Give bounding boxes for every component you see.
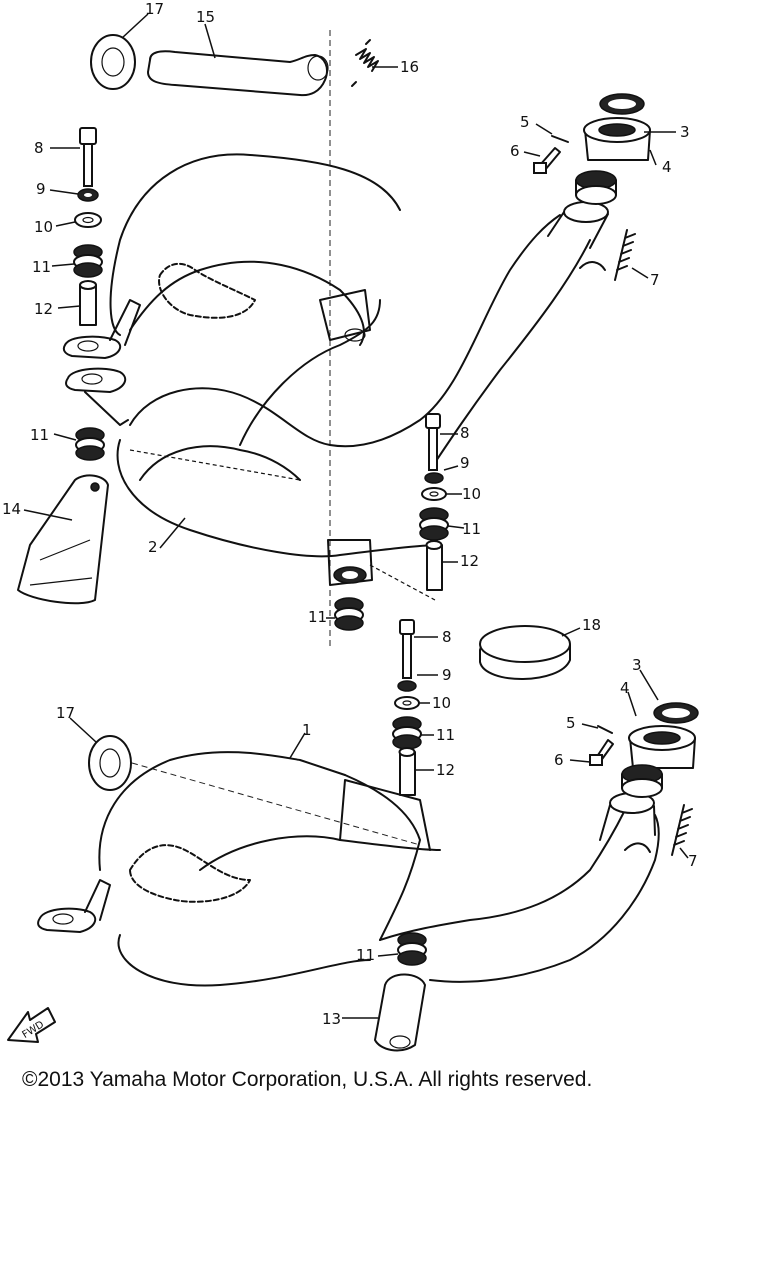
- mount-tab-top-left: [62, 299, 141, 359]
- callout-8-top-left: 8: [34, 139, 44, 157]
- cap-18: [479, 625, 571, 680]
- bracket-14: [17, 474, 109, 605]
- gasket-3-top: [599, 93, 645, 115]
- callout-4-bottom: 4: [620, 679, 630, 697]
- callout-9-top-left: 9: [36, 180, 46, 198]
- bush-11-top-left: [73, 244, 103, 278]
- washer-10-center-top: [421, 487, 447, 501]
- spring-washer-5-bottom: [597, 725, 613, 734]
- callout-11-bottom: 11: [436, 726, 455, 744]
- mount-tab-bottom-left: [37, 879, 111, 933]
- callout-10-top-left: 10: [34, 218, 53, 236]
- coupler-top: [575, 170, 617, 205]
- callout-16: 16: [400, 58, 419, 76]
- spring-16: [351, 39, 379, 87]
- washer-10-bottom: [394, 696, 420, 710]
- mount-tab-mid-left: [65, 367, 129, 426]
- mount-bracket-top-right: [319, 289, 371, 342]
- bush-11-bottom-low: [397, 932, 427, 966]
- callouts: 17 15 16 3 4 5 6 7 8 9 10 11 12 11 14 2 …: [2, 0, 698, 1028]
- bolt-8-bottom: [399, 619, 415, 679]
- gasket-17-bottom: [88, 735, 132, 791]
- bush-11-mid-left: [75, 427, 105, 461]
- callout-17-bottom: 17: [56, 704, 75, 722]
- bush-11-bottom: [392, 716, 422, 750]
- callout-18: 18: [582, 616, 601, 634]
- callout-14: 14: [2, 500, 21, 518]
- coupler-bottom: [621, 764, 663, 798]
- callout-7-top: 7: [650, 271, 660, 289]
- gasket-17-top: [90, 34, 136, 90]
- bolt-6-top: [533, 147, 561, 174]
- lockwasher-9-top-left: [77, 188, 99, 202]
- callout-5-bottom: 5: [566, 714, 576, 732]
- callout-17-top: 17: [145, 0, 164, 18]
- pipe-inlet-bottom: [599, 792, 656, 841]
- callout-8-bottom: 8: [442, 628, 452, 646]
- lockwasher-9-center-top: [424, 472, 444, 484]
- callout-11-bottom-low: 11: [356, 946, 375, 964]
- callout-15: 15: [196, 8, 215, 26]
- callout-13: 13: [322, 1010, 341, 1028]
- callout-3-top: 3: [680, 123, 690, 141]
- spring-washer-5-top: [551, 135, 569, 143]
- callout-5-top: 5: [520, 113, 530, 131]
- spring-7-bottom: [624, 804, 693, 856]
- fwd-label: FWD: [20, 1019, 46, 1041]
- collar-12-center-top: [425, 540, 443, 591]
- callout-10-center-top: 10: [462, 485, 481, 503]
- callout-11-center-top: 11: [462, 520, 481, 538]
- copyright-text: ©2013 Yamaha Motor Corporation, U.S.A. A…: [22, 1068, 593, 1091]
- bush-11-center-top: [419, 507, 449, 541]
- collar-12-top-left: [79, 280, 97, 326]
- callout-2: 2: [148, 538, 158, 556]
- flange-4-bottom: [628, 725, 696, 769]
- callout-9-center-top: 9: [460, 454, 470, 472]
- callout-12-bottom: 12: [436, 761, 455, 779]
- fwd-arrow-icon: FWD: [7, 1007, 56, 1043]
- callout-10-bottom: 10: [432, 694, 451, 712]
- exhaust-parts-diagram: FWD 17 15 16 3 4 5 6 7 8 9 10 11 12 11 1…: [2, 0, 699, 1052]
- callout-3-bottom: 3: [632, 656, 642, 674]
- callout-8-center-top: 8: [460, 424, 470, 442]
- callout-6-top: 6: [510, 142, 520, 160]
- callout-11-center-low: 11: [308, 608, 327, 626]
- callout-7-bottom: 7: [688, 852, 698, 870]
- expansion-chamber-2: [109, 153, 591, 558]
- callout-6-bottom: 6: [554, 751, 564, 769]
- washer-10-top-left: [74, 212, 102, 228]
- callout-12-top-left: 12: [34, 300, 53, 318]
- bolt-8-top-left: [79, 127, 97, 187]
- flange-4-top: [583, 117, 651, 161]
- bolt-8-center-top: [425, 413, 441, 471]
- callout-12-center-top: 12: [460, 552, 479, 570]
- silencer-pipe-15: [147, 50, 329, 97]
- callout-1: 1: [302, 721, 312, 739]
- callout-4-top: 4: [662, 158, 672, 176]
- callout-11-mid-left: 11: [30, 426, 49, 444]
- callout-9-bottom: 9: [442, 666, 452, 684]
- callout-11-top-left: 11: [32, 258, 51, 276]
- mount-bracket-bottom: [327, 539, 373, 586]
- bush-11-center-low: [334, 597, 364, 631]
- spring-7-top: [579, 229, 636, 281]
- lockwasher-9-bottom: [397, 680, 417, 692]
- bolt-6-bottom: [589, 739, 614, 766]
- pipe-inlet-top: [547, 201, 609, 249]
- bracket-13: [374, 973, 426, 1052]
- collar-12-bottom: [398, 747, 416, 796]
- expansion-chamber-1: [98, 751, 660, 987]
- gasket-3-bottom: [653, 702, 699, 724]
